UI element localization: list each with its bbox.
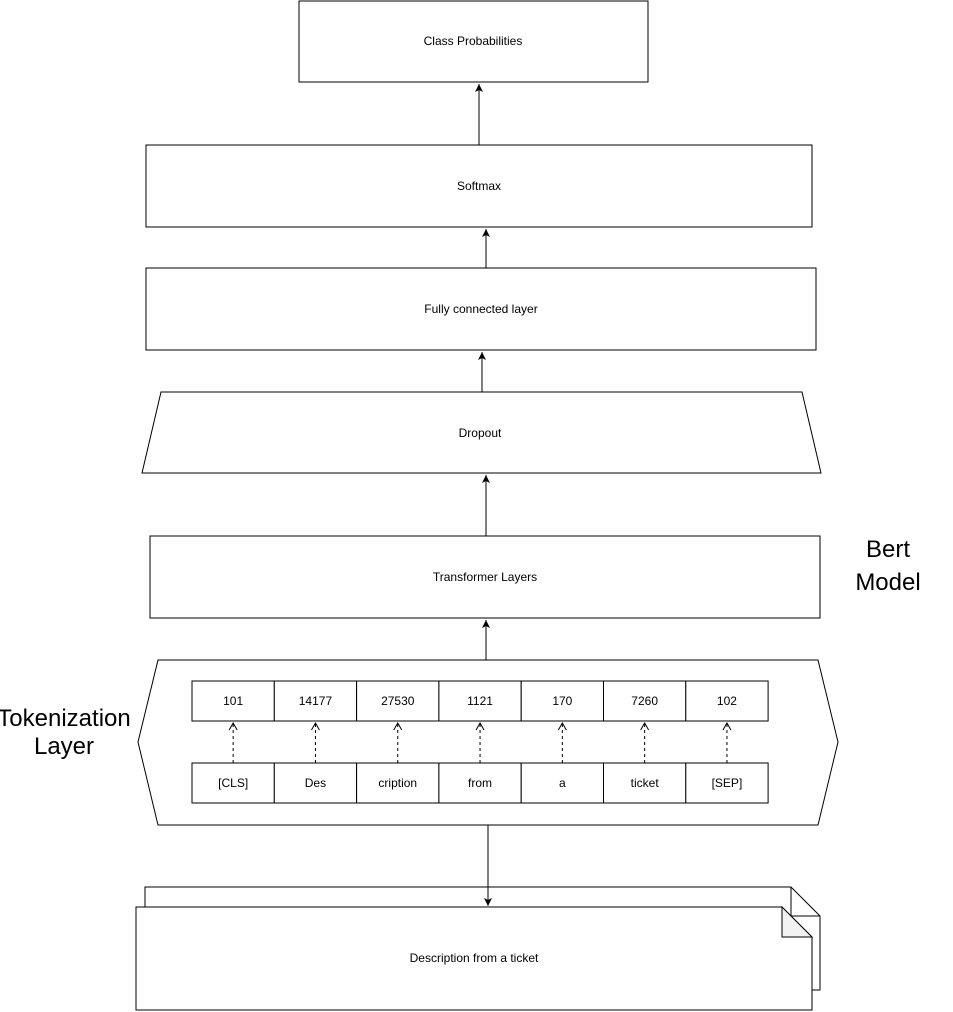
bert-model-line-1: Bert (866, 536, 910, 563)
token-cell-label: from (468, 776, 492, 790)
tokenization-layer-label: Tokenization Layer (0, 705, 131, 760)
token-id-cell-label: 170 (552, 694, 572, 708)
token-id-cell-label: 101 (223, 694, 243, 708)
token-cell-label: a (559, 776, 566, 790)
input-document-node: Description from a ticket (135, 886, 821, 1011)
token-cell: Des (273, 762, 358, 804)
token-id-cell-label: 102 (717, 694, 737, 708)
token-cell: [SEP] (685, 762, 769, 804)
class-probabilities-label: Class Probabilities (424, 34, 523, 48)
bert-model-label: Bert Model (855, 536, 920, 596)
token-id-cell: 102 (685, 680, 769, 722)
dropout-label: Dropout (459, 426, 502, 440)
token-row: [CLS] Des cription from a ticket [SEP] (191, 762, 769, 804)
token-id-cell: 27530 (356, 680, 440, 722)
tokenization-line-2: Layer (34, 733, 94, 760)
transformer-layers-node: Transformer Layers (149, 535, 821, 619)
token-cell: a (520, 762, 605, 804)
token-cell: ticket (603, 762, 687, 804)
token-cell-label: cription (378, 776, 417, 790)
token-id-cell-label: 1121 (467, 694, 493, 708)
token-id-cell: 14177 (273, 680, 358, 722)
token-cell: cription (356, 762, 440, 804)
token-cell: from (438, 762, 522, 804)
flow-arrows (475, 84, 492, 906)
softmax-node: Softmax (145, 144, 813, 228)
transformer-layers-label: Transformer Layers (433, 570, 537, 584)
token-cell-label: [CLS] (218, 776, 248, 790)
token-cell-label: Des (305, 776, 326, 790)
token-id-cell-label: 14177 (299, 694, 333, 708)
token-id-cell-label: 27530 (381, 694, 415, 708)
fully-connected-node: Fully connected layer (145, 267, 817, 351)
token-mapping-arrows (228, 721, 732, 763)
token-id-cell: 170 (520, 680, 605, 722)
dropout-node: Dropout (141, 391, 822, 474)
token-id-cell: 101 (191, 680, 275, 722)
softmax-label: Softmax (457, 179, 501, 193)
input-document-label: Description from a ticket (410, 951, 539, 965)
token-id-cell: 1121 (438, 680, 522, 722)
token-cell-label: [SEP] (712, 776, 743, 790)
token-cell: [CLS] (191, 762, 275, 804)
class-probabilities-node: Class Probabilities (298, 0, 649, 83)
token-id-cell-label: 7260 (631, 694, 658, 708)
fully-connected-label: Fully connected layer (424, 302, 537, 316)
token-cell-label: ticket (631, 776, 660, 790)
bert-model-line-2: Model (855, 569, 920, 596)
token-id-row: 101 14177 27530 1121 170 7260 102 (191, 680, 769, 722)
tokenization-line-1: Tokenization (0, 705, 131, 732)
token-id-cell: 7260 (603, 680, 687, 722)
